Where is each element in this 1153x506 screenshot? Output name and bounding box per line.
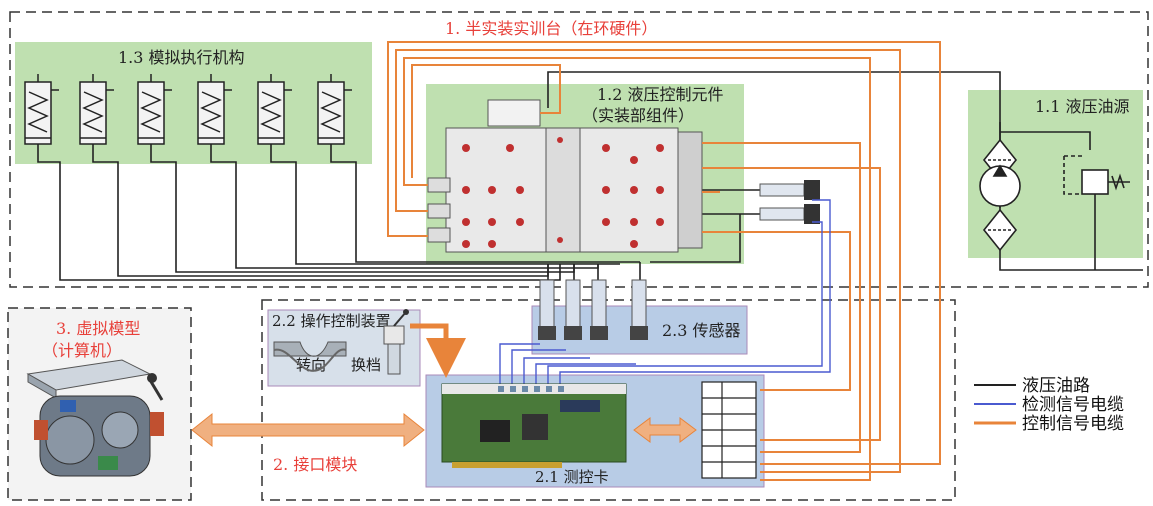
detection-cables xyxy=(499,199,831,386)
hil-bench-label: 1. 半实装实训台（在环硬件） xyxy=(445,19,657,38)
sensors-label: 2.3 传感器 xyxy=(662,321,741,340)
control-unit-blocks xyxy=(427,99,703,253)
actuator-cylinder-icon xyxy=(197,74,232,145)
relief-valve-icon xyxy=(1081,169,1109,195)
actuator-cylinder-icon xyxy=(317,74,352,145)
actuator-cylinder-icon xyxy=(137,74,172,145)
operation-device-label: 2.2 操作控制装置 xyxy=(272,312,391,330)
actuator-cylinder-icon xyxy=(257,74,292,145)
interface-arrow xyxy=(191,412,425,448)
daq-terminal-arrow xyxy=(633,417,697,443)
oil-source-symbols xyxy=(979,122,1130,270)
actuators-panel xyxy=(15,42,372,164)
actuator-group xyxy=(24,74,352,145)
actuator-cylinder-icon xyxy=(79,74,114,145)
interface-label: 2. 接口模块 xyxy=(273,455,357,474)
interface-box xyxy=(261,299,956,501)
actuators-label: 1.3 模拟执行机构 xyxy=(118,48,245,67)
legend: 液压油路 检测信号电缆 控制信号电缆 xyxy=(974,376,1124,434)
hydraulic-lines xyxy=(37,71,1143,282)
virtual-vehicle-icon xyxy=(26,359,164,477)
legend-label-hydraulic: 液压油路 xyxy=(1022,376,1090,396)
virtual-model-label-2: （计算机） xyxy=(42,341,122,360)
control-unit-label-2: （实装部组件） xyxy=(582,106,694,125)
daq-card-label: 2.1 测控卡 xyxy=(535,468,609,486)
legend-label-detection: 检测信号电缆 xyxy=(1022,395,1124,415)
terminal-block-icon xyxy=(701,381,757,479)
virtual-model-label-1: 3. 虚拟模型 xyxy=(56,319,140,338)
operation-arrow xyxy=(410,323,466,378)
control-cables xyxy=(387,41,941,481)
actuator-cylinder-icon xyxy=(24,74,59,145)
control-unit-label-1: 1.2 液压控制元件 xyxy=(597,85,724,104)
operation-device-icon xyxy=(273,309,409,375)
hil-bench-box xyxy=(9,11,1149,288)
daq-card-icon xyxy=(441,383,627,468)
legend-label-control: 控制信号电缆 xyxy=(1022,414,1124,434)
pressure-sensor-icons xyxy=(759,180,820,224)
sensor-group xyxy=(538,279,648,340)
gear-shift-label: 换档 xyxy=(351,356,381,374)
oil-source-label: 1.1 液压油源 xyxy=(1035,97,1130,116)
